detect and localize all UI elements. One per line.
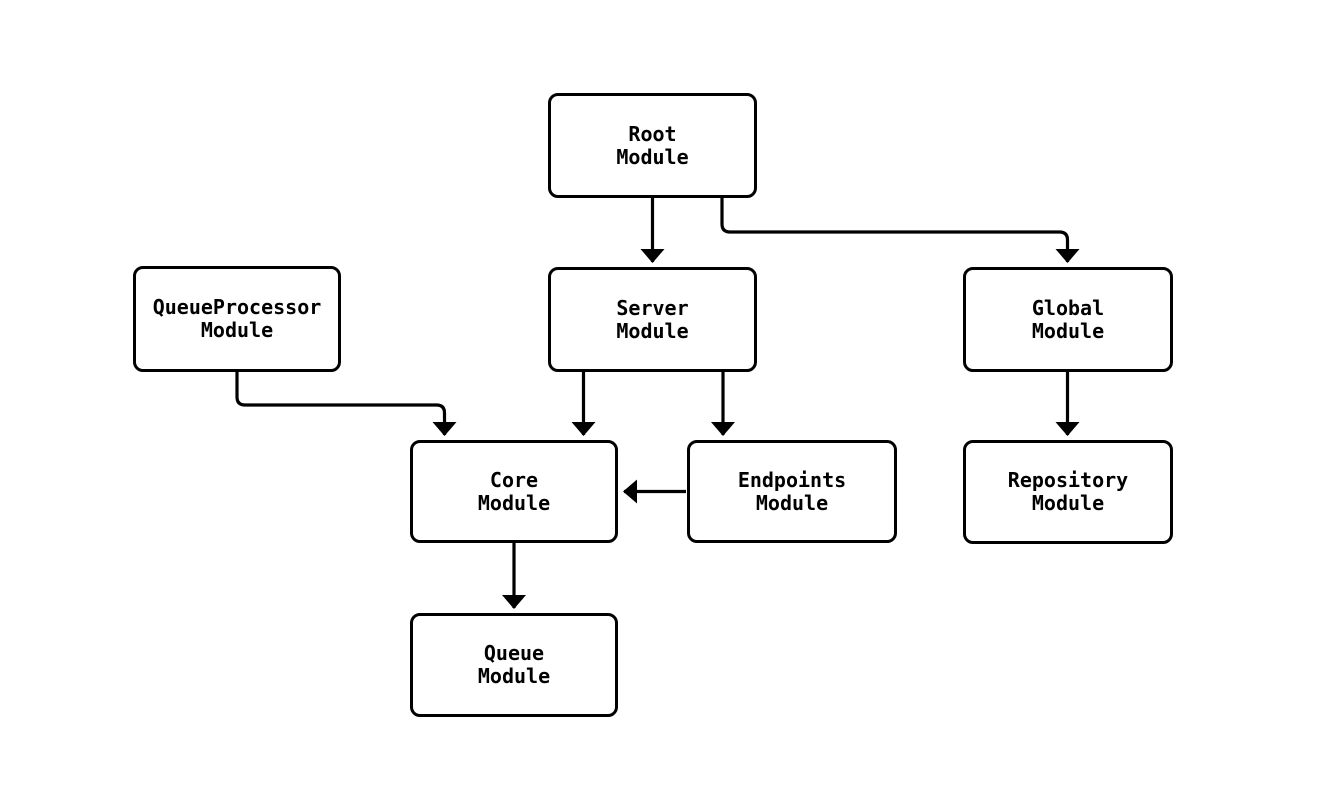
- node-root-module: Root Module: [548, 93, 757, 198]
- node-queue-module: Queue Module: [410, 613, 618, 717]
- node-global-module: Global Module: [963, 267, 1173, 372]
- edge-queueprocessor-to-core: [235, 371, 457, 436]
- node-endpoints-module: Endpoints Module: [687, 440, 897, 543]
- edge-root-to-global: [720, 198, 1080, 263]
- node-repository-module: Repository Module: [963, 440, 1173, 544]
- node-queueprocessor-module: QueueProcessor Module: [133, 266, 341, 372]
- node-core-module: Core Module: [410, 440, 618, 543]
- node-server-module: Server Module: [548, 267, 757, 372]
